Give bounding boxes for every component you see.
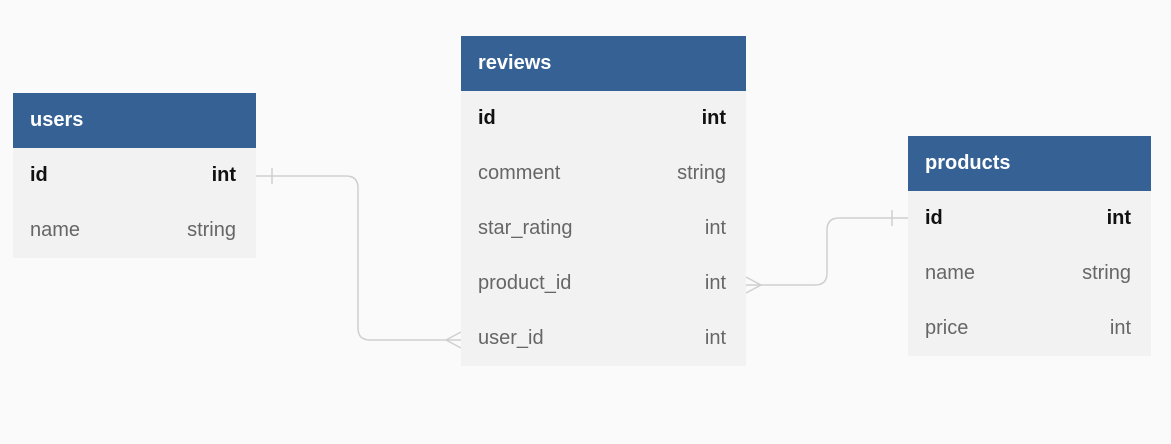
field-type: int xyxy=(704,327,726,349)
field-name: id xyxy=(30,164,48,186)
field-name: id xyxy=(478,107,496,129)
field-row-products-price: price int xyxy=(908,301,1151,356)
connector-line-products-reviews xyxy=(746,217,908,286)
field-type: string xyxy=(1082,262,1131,284)
table-header-users: users xyxy=(13,93,256,148)
field-row-reviews-comment: comment string xyxy=(461,146,746,201)
field-row-reviews-user-id: user_id int xyxy=(461,311,746,366)
field-row-products-name: name string xyxy=(908,246,1151,301)
field-type: int xyxy=(704,217,726,239)
field-type: string xyxy=(187,219,236,241)
field-name: comment xyxy=(478,162,561,184)
field-name: price xyxy=(925,317,969,339)
many-marker-reviews-user-id-top xyxy=(445,331,462,341)
many-marker-reviews-user-id-bottom xyxy=(445,339,462,349)
field-name: name xyxy=(30,219,81,241)
connector-line-users-reviews xyxy=(256,175,461,341)
table-products[interactable]: products id int name string price int xyxy=(908,136,1151,356)
field-name: star_rating xyxy=(478,217,573,239)
field-row-users-name: name string xyxy=(13,203,256,258)
field-name: id xyxy=(925,207,943,229)
field-name: user_id xyxy=(478,327,544,349)
field-row-reviews-id: id int xyxy=(461,91,746,146)
table-header-reviews: reviews xyxy=(461,36,746,91)
relationship-products-reviews xyxy=(745,210,908,294)
table-header-products: products xyxy=(908,136,1151,191)
field-row-users-id: id int xyxy=(13,148,256,203)
field-type: string xyxy=(677,162,726,184)
field-name: name xyxy=(925,262,976,284)
field-name: product_id xyxy=(478,272,572,294)
field-type: int xyxy=(1109,317,1131,339)
field-type: int xyxy=(211,164,236,186)
field-row-products-id: id int xyxy=(908,191,1151,246)
relationship-users-reviews xyxy=(256,168,462,349)
field-row-reviews-star-rating: star_rating int xyxy=(461,201,746,256)
field-row-reviews-product-id: product_id int xyxy=(461,256,746,311)
table-users[interactable]: users id int name string xyxy=(13,93,256,258)
field-type: int xyxy=(1106,207,1131,229)
field-type: int xyxy=(704,272,726,294)
many-marker-reviews-product-id-top xyxy=(745,276,762,286)
table-reviews[interactable]: reviews id int comment string star_ratin… xyxy=(461,36,746,366)
many-marker-reviews-product-id-bottom xyxy=(745,284,762,294)
field-type: int xyxy=(701,107,726,129)
